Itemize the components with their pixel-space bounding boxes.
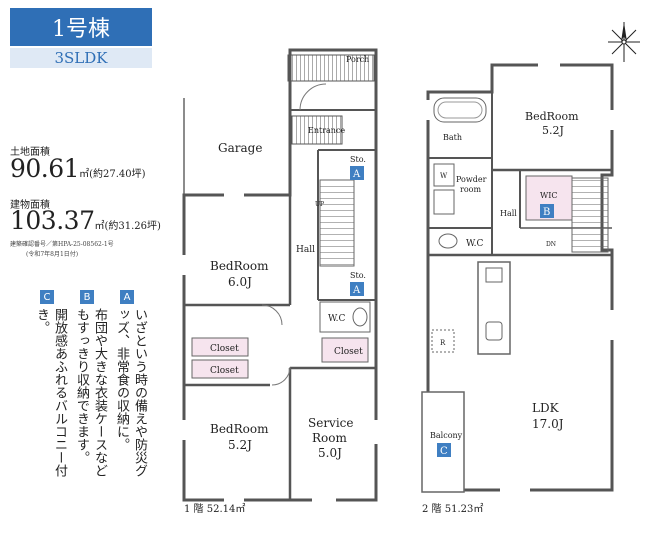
compass-icon [608, 22, 640, 62]
balcony-badge-box [437, 443, 451, 457]
building-area-unit: ㎡ [94, 221, 105, 232]
balcony-label: Balcony [430, 431, 463, 440]
land-area-tsubo: (約27.40坪) [89, 169, 146, 180]
floor1-stairs [319, 179, 355, 267]
bedroom2-size: 5.2J [228, 438, 252, 452]
balcony-badge: C [440, 446, 448, 457]
fridge-label: R [440, 339, 446, 347]
feature-b-text: 布団や大きな衣装ケースなどもすっきり収納できます。 [74, 308, 107, 477]
wic-label: WIC [540, 191, 558, 200]
land-area: 90.61㎡(約27.40坪) [10, 154, 146, 183]
floor2-bedroom-size: 5.2J [542, 124, 564, 137]
sto-bottom-badge: A [352, 285, 361, 296]
bedroom2-name: BedRoom [210, 422, 269, 436]
feature-c-text: 開放感あふれるバルコニー付き。 [34, 308, 67, 477]
service-room-name-2: Room [312, 431, 347, 445]
land-area-label: 土地面積 [10, 147, 50, 158]
building-area: 103.37㎡(約31.26坪) [10, 206, 161, 235]
stairs-dn-label: DN [546, 241, 556, 248]
balcony [421, 391, 465, 493]
floor2-hall-label: Hall [500, 209, 517, 218]
permit-note: 建築確認番号／第HPA-25-08562-1号 [10, 241, 114, 248]
building-area-value: 103.37 [10, 206, 95, 235]
sink [485, 321, 503, 341]
floor1-label: 1 階 52.14㎡ [184, 503, 245, 515]
stairs-up-label: UP [315, 201, 324, 208]
bedroom1-size: 6.0J [228, 275, 252, 289]
entrance-door [299, 83, 327, 111]
sto-top-badge-box [350, 166, 364, 180]
floor1-wc [319, 301, 371, 333]
building-area-tsubo: (約31.26坪) [104, 221, 161, 232]
sto-bottom-badge-box [350, 282, 364, 296]
closet-2 [191, 359, 249, 379]
closet-1 [191, 337, 249, 357]
wic-badge-box [540, 204, 554, 218]
floor2-label: 2 階 51.23㎡ [422, 503, 483, 515]
fridge-space [431, 329, 455, 353]
garage-label: Garage [218, 141, 262, 155]
entrance-grating [291, 115, 343, 145]
floor1-hall-label: Hall [296, 245, 315, 255]
stove [485, 267, 503, 283]
service-room-size: 5.0J [318, 446, 342, 460]
feature-a-text: いざという時の備えや防災グッズ、非常食の収納に。 [114, 308, 147, 477]
wash-basin [433, 189, 455, 215]
wic-badge: B [543, 207, 550, 218]
land-area-unit: ㎡ [79, 169, 90, 180]
closet-3 [321, 337, 369, 363]
feature-a-badge: A [120, 290, 134, 304]
ldk-name: LDK [532, 401, 560, 415]
feature-c-badge: C [40, 290, 54, 304]
floor1-plan: Garage Porch Entrance Sto. A UP Hall Sto… [182, 48, 378, 515]
closet3-label: Closet [334, 347, 363, 357]
sto-bottom-label: Sto. [350, 271, 366, 280]
ldk-size: 17.0J [532, 417, 564, 431]
bathtub [433, 97, 487, 123]
floor2-stairs [571, 177, 609, 253]
bedroom1-name: BedRoom [210, 259, 269, 273]
service-room-name-1: Service [308, 416, 354, 430]
powder-label-1: Powder [456, 175, 487, 184]
floor2-bedroom-name: BedRoom [525, 110, 579, 123]
permit-date: (令和7年8月1日付) [26, 251, 79, 258]
floor2-wc-label: W.C [466, 239, 484, 249]
building-area-label: 建物面積 [10, 200, 50, 211]
washer-label: W [440, 172, 448, 180]
porch-grating [287, 54, 375, 82]
kitchen-counter [477, 261, 511, 355]
bath-label: Bath [443, 133, 462, 142]
sto-top-badge: A [352, 169, 361, 180]
washing-machine [433, 163, 455, 187]
powder-label-2: room [460, 185, 481, 194]
sto-top-label: Sto. [350, 155, 366, 164]
entrance-label: Entrance [308, 126, 345, 135]
porch-label: Porch [346, 55, 369, 64]
feature-b-badge: B [80, 290, 94, 304]
closet1-label: Closet [210, 344, 239, 354]
land-area-value: 90.61 [10, 154, 80, 183]
building-title: 1号棟 [10, 8, 152, 46]
floor2-toilet [438, 233, 458, 249]
floor1-wc-label: W.C [328, 314, 346, 324]
floor2-plan: Bath Powder room W BedRoom 5.2J WIC B Ha… [421, 63, 614, 515]
closet2-label: Closet [210, 366, 239, 376]
floor2-outer-wall [426, 63, 614, 492]
layout-type: 3SLDK [10, 48, 152, 68]
